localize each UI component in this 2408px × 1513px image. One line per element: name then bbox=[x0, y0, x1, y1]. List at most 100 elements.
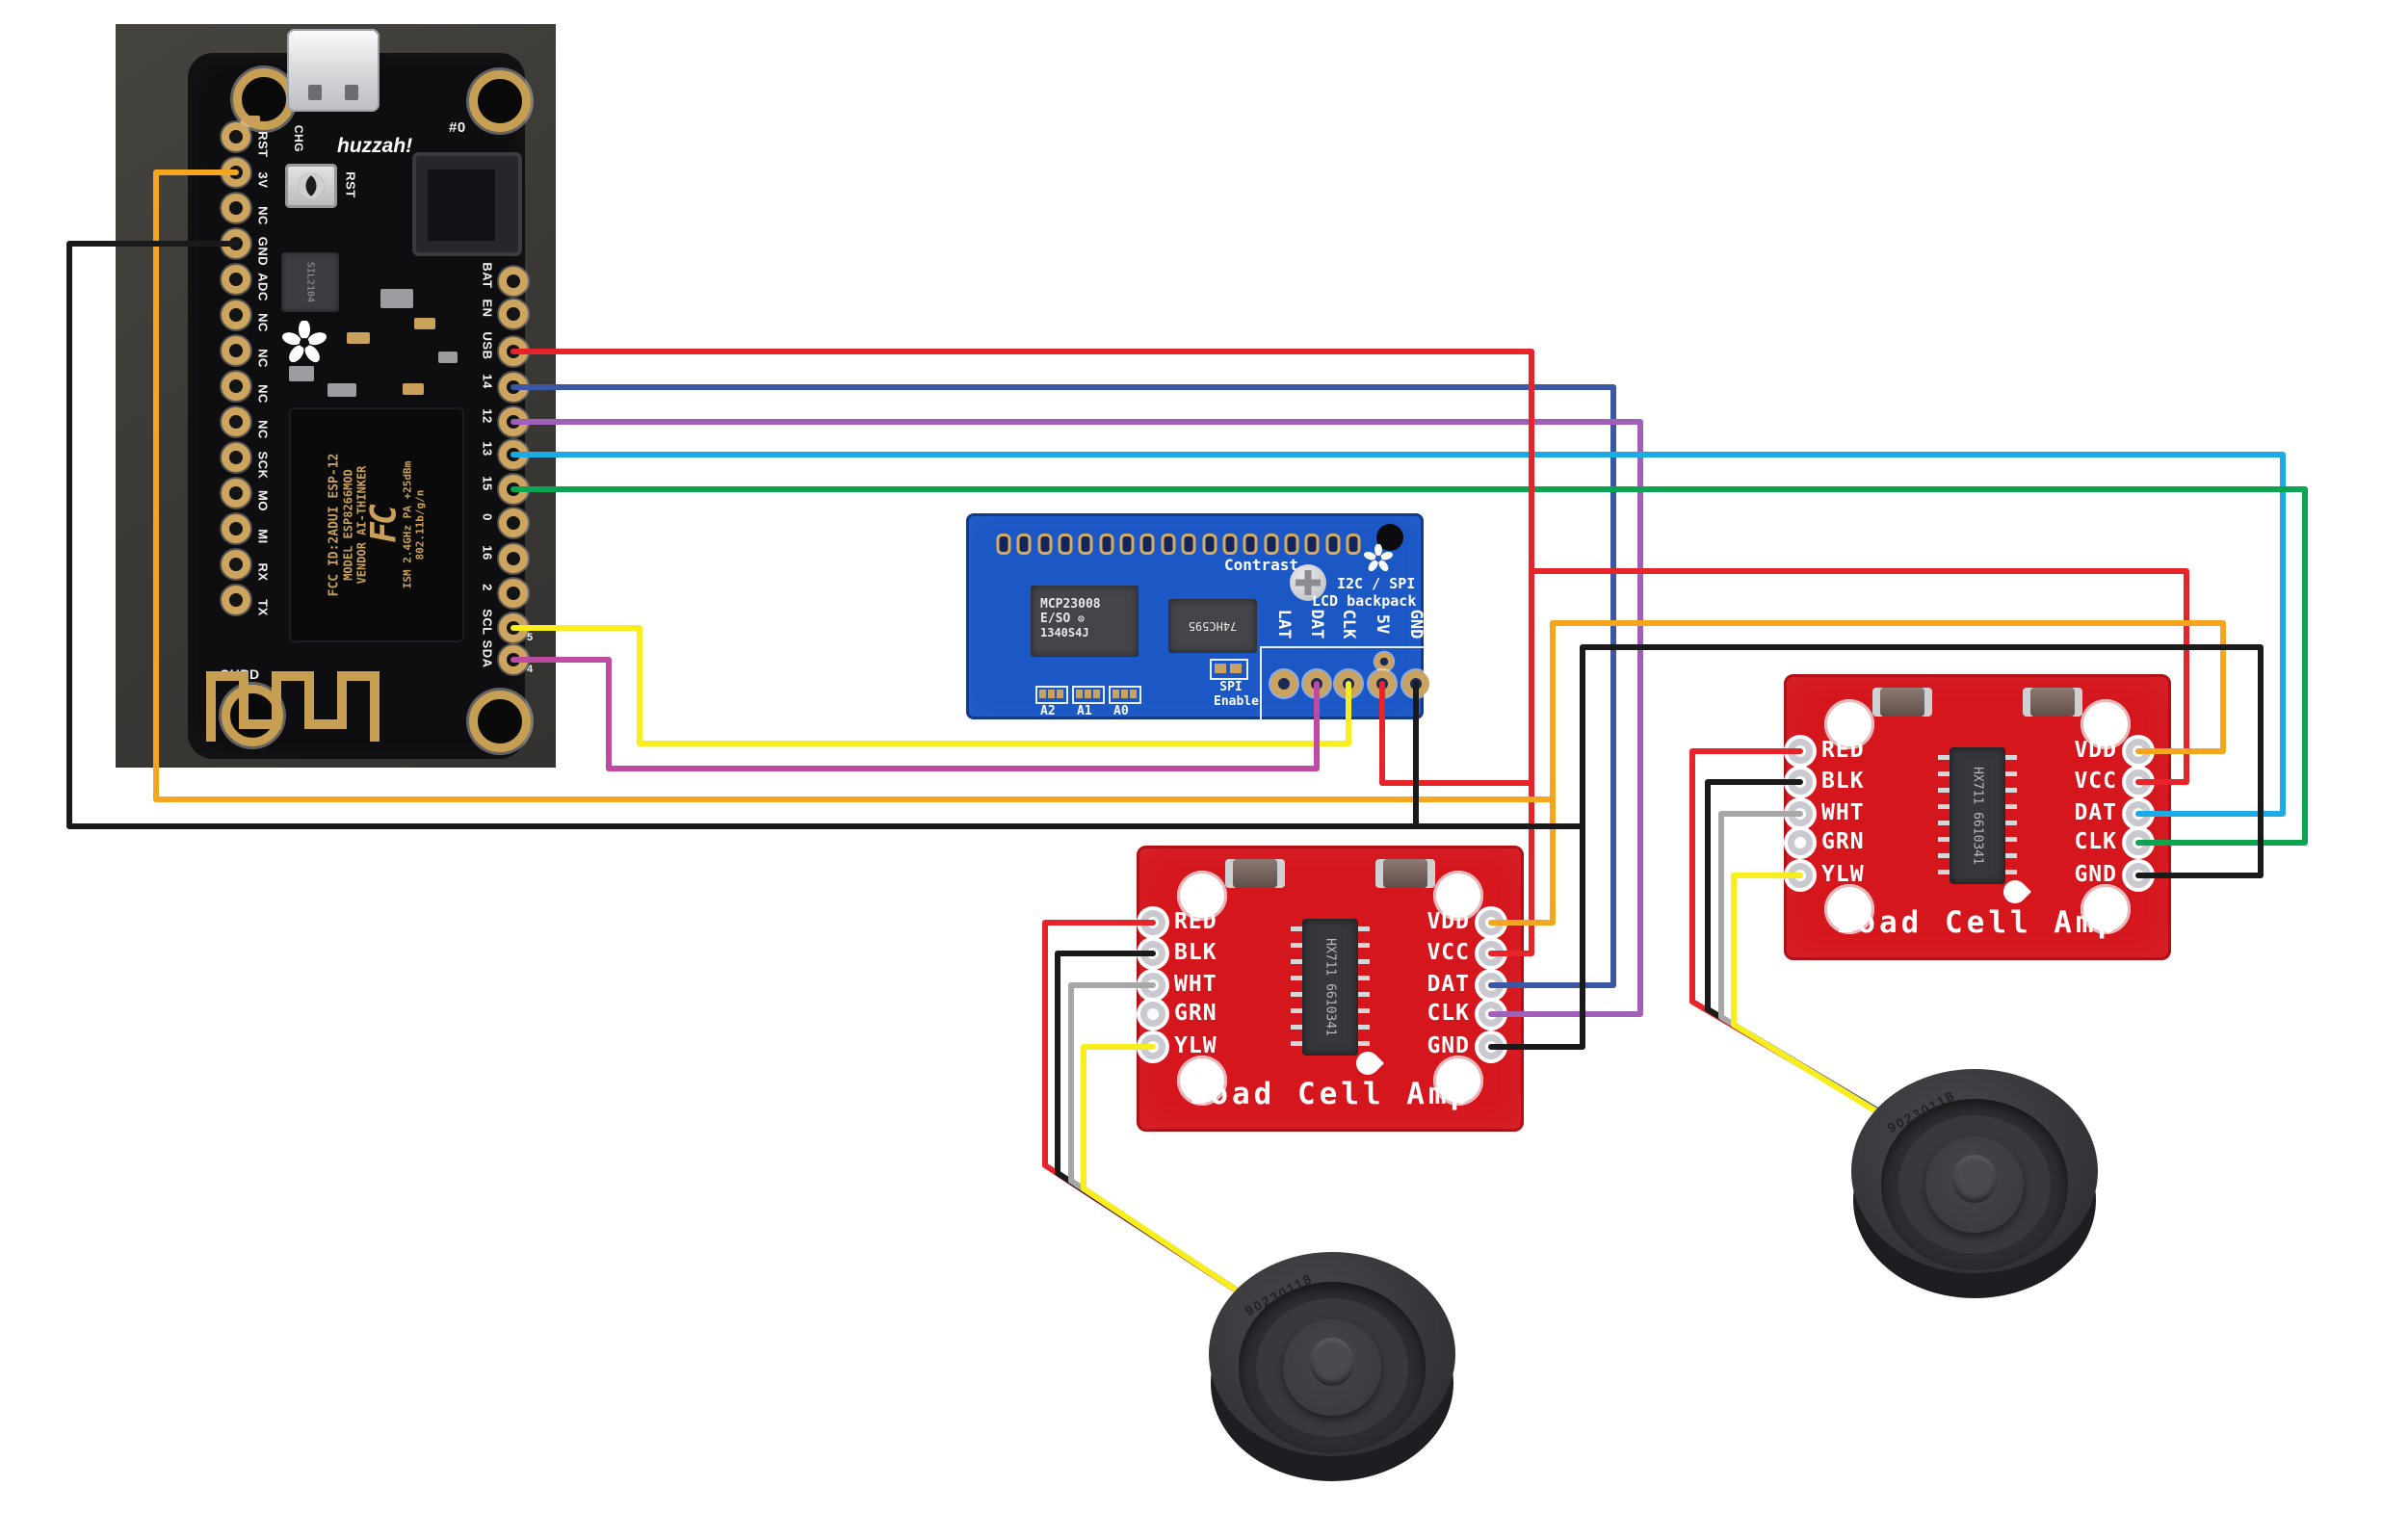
load-cell-1[interactable]: 90230118 bbox=[1209, 1252, 1455, 1483]
amp1-pin-blk[interactable] bbox=[1140, 941, 1165, 966]
backpack-top-pad[interactable] bbox=[1161, 534, 1176, 555]
amp2-pin-dat[interactable] bbox=[2126, 801, 2151, 826]
esp12-silkscreen: FCC ID:2ADUI ESP-12 MODEL ESP8266MOD VEN… bbox=[327, 417, 427, 634]
amp1-pin-gnd[interactable] bbox=[1479, 1034, 1504, 1059]
backpack-top-pad[interactable] bbox=[1325, 534, 1341, 555]
backpack-top-pad[interactable] bbox=[1037, 534, 1053, 555]
feather-pin-nc[interactable] bbox=[222, 336, 250, 365]
chip-leg bbox=[2005, 771, 2017, 776]
feather-pin-12[interactable] bbox=[499, 407, 528, 436]
amp-pin-label: BLK bbox=[1174, 940, 1217, 965]
backpack-pin-gnd[interactable] bbox=[1402, 670, 1429, 697]
chip-leg bbox=[1291, 1008, 1302, 1013]
jumper-a2[interactable] bbox=[1035, 686, 1068, 704]
backpack-top-pad[interactable] bbox=[1119, 534, 1135, 555]
amp1-pin-ylw[interactable] bbox=[1140, 1034, 1165, 1059]
reset-button[interactable] bbox=[285, 164, 337, 208]
chip-leg bbox=[1358, 959, 1370, 964]
jumper-a1[interactable] bbox=[1072, 686, 1105, 704]
backpack-pin-dat[interactable] bbox=[1303, 670, 1330, 697]
feather-pin-rx[interactable] bbox=[222, 550, 250, 579]
amp2-pin-vcc[interactable] bbox=[2126, 770, 2151, 795]
amp1-pin-vdd[interactable] bbox=[1479, 910, 1504, 935]
backpack-top-pad[interactable] bbox=[996, 534, 1011, 555]
feather-pin-tx[interactable] bbox=[222, 586, 250, 614]
backpack-top-pad[interactable] bbox=[1304, 534, 1320, 555]
amp-pin-label: GRN bbox=[1174, 1001, 1217, 1026]
backpack-pin-5v[interactable] bbox=[1369, 670, 1396, 697]
feather-pin-14[interactable] bbox=[499, 373, 528, 402]
amp-pin-label: VDD bbox=[2074, 738, 2117, 763]
backpack-top-pad[interactable] bbox=[1222, 534, 1238, 555]
amp2-pin-blk[interactable] bbox=[1788, 770, 1813, 795]
feather-pin-15[interactable] bbox=[499, 475, 528, 504]
feather-pin-nc[interactable] bbox=[222, 194, 250, 222]
amp1-pin-wht[interactable] bbox=[1140, 973, 1165, 998]
feather-pin-gnd[interactable] bbox=[222, 229, 250, 258]
spi-enable-jumper[interactable] bbox=[1210, 659, 1248, 680]
lcd-backpack-label: LCD backpack bbox=[1312, 592, 1417, 610]
feather-pin-2[interactable] bbox=[499, 579, 528, 608]
backpack-top-pad[interactable] bbox=[1284, 534, 1299, 555]
amp-pin-label: DAT bbox=[2074, 800, 2117, 825]
feather-pin-mi[interactable] bbox=[222, 514, 250, 543]
amp1-pin-grn[interactable] bbox=[1140, 1002, 1165, 1027]
amp1-pin-dat[interactable] bbox=[1479, 973, 1504, 998]
chip-leg bbox=[1291, 1025, 1302, 1030]
feather-pin-label: MO bbox=[255, 490, 271, 511]
amp1-pin-clk[interactable] bbox=[1479, 1002, 1504, 1027]
amp2-pin-ylw[interactable] bbox=[1788, 863, 1813, 888]
jumper-a0[interactable] bbox=[1109, 686, 1141, 704]
feather-pin-label: SCL bbox=[480, 609, 495, 636]
backpack-top-pad[interactable] bbox=[1099, 534, 1114, 555]
amp1-pin-red[interactable] bbox=[1140, 910, 1165, 935]
amp2-pin-vdd[interactable] bbox=[2126, 739, 2151, 764]
feather-pin-nc[interactable] bbox=[222, 407, 250, 436]
amp2-pin-grn[interactable] bbox=[1788, 830, 1813, 855]
feather-pin-scl[interactable] bbox=[499, 613, 528, 642]
amp2-pin-wht[interactable] bbox=[1788, 801, 1813, 826]
backpack-top-pad[interactable] bbox=[1139, 534, 1155, 555]
feather-pin-adc[interactable] bbox=[222, 265, 250, 294]
backpack-top-pad[interactable] bbox=[1078, 534, 1093, 555]
feather-pin-label: TX bbox=[255, 599, 271, 616]
feather-pin-usb[interactable] bbox=[499, 337, 528, 366]
backpack-top-pad[interactable] bbox=[1181, 534, 1196, 555]
chip-leg bbox=[1291, 926, 1302, 931]
feather-pin-nc[interactable] bbox=[222, 300, 250, 329]
feather-pin-label: 0 bbox=[480, 513, 495, 521]
load-cell-2[interactable]: 90230118 bbox=[1851, 1069, 2098, 1300]
backpack-pin-clk[interactable] bbox=[1335, 670, 1362, 697]
amp1-pin-vcc[interactable] bbox=[1479, 941, 1504, 966]
feather-pin-sda[interactable] bbox=[499, 645, 528, 674]
feather-pin-gpio-label: 4 bbox=[527, 664, 534, 675]
jumper-label: A2 bbox=[1040, 704, 1056, 718]
feather-pin-16[interactable] bbox=[499, 544, 528, 573]
backpack-top-pad[interactable] bbox=[1202, 534, 1217, 555]
amp2-pin-gnd[interactable] bbox=[2126, 863, 2151, 888]
adafruit-flower-icon bbox=[1364, 544, 1393, 572]
feather-pin-13[interactable] bbox=[499, 440, 528, 469]
amp2-pin-red[interactable] bbox=[1788, 739, 1813, 764]
backpack-top-pad[interactable] bbox=[1058, 534, 1073, 555]
backpack-pin-lat[interactable] bbox=[1270, 670, 1297, 697]
feather-pin-rst[interactable] bbox=[222, 122, 250, 151]
amp2-pin-clk[interactable] bbox=[2126, 830, 2151, 855]
jumper-label: A0 bbox=[1113, 704, 1129, 718]
esp12-fccid-text: FCC ID:2ADUI ESP-12 bbox=[327, 453, 342, 597]
micro-usb-connector bbox=[287, 29, 380, 112]
feather-pin-3v[interactable] bbox=[222, 158, 250, 187]
backpack-top-pad[interactable] bbox=[1346, 534, 1361, 555]
mount-hole-icon bbox=[469, 691, 531, 752]
feather-pin-0[interactable] bbox=[499, 509, 528, 537]
backpack-top-pad[interactable] bbox=[1243, 534, 1258, 555]
feather-pin-bat[interactable] bbox=[499, 267, 528, 296]
backpack-top-pad[interactable] bbox=[1264, 534, 1279, 555]
chip-leg bbox=[1938, 821, 1950, 825]
feather-pin-en[interactable] bbox=[499, 300, 528, 328]
feather-pin-nc[interactable] bbox=[222, 372, 250, 401]
backpack-top-pad[interactable] bbox=[1016, 534, 1032, 555]
feather-pin-sck[interactable] bbox=[222, 443, 250, 472]
feather-pin-mo[interactable] bbox=[222, 479, 250, 508]
